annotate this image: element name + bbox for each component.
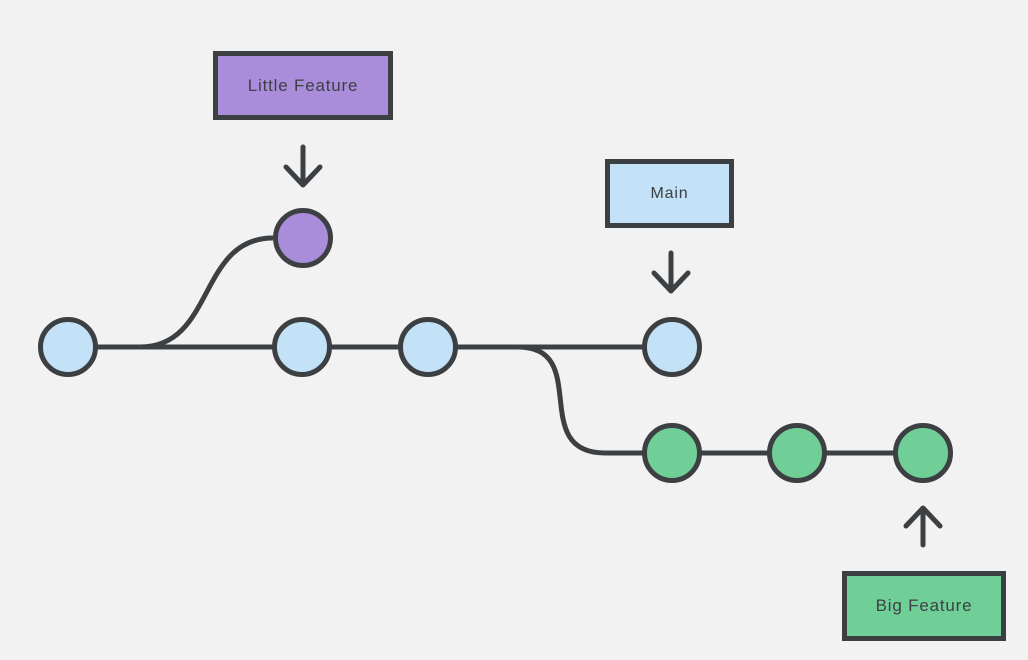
main-label-text: Main [650, 184, 689, 202]
big-feature-arrow-up-icon [903, 505, 943, 548]
commit-node-big-feature-head [893, 423, 953, 483]
commit-node-main-head [642, 317, 702, 377]
little-feature-label-text: Little Feature [247, 75, 359, 95]
main-label: Main [605, 159, 734, 228]
big-feature-label: Big Feature [842, 571, 1006, 641]
big-feature-label-text: Big Feature [875, 596, 973, 615]
commit-node-main-3 [398, 317, 458, 377]
little-feature-branch-curve [139, 235, 274, 350]
commit-node-main-1 [38, 317, 98, 377]
commit-node-big-feature-2 [767, 423, 827, 483]
commit-node-big-feature-1 [642, 423, 702, 483]
big-feature-branch-curve [517, 344, 606, 456]
little-feature-label: Little Feature [213, 51, 393, 120]
little-feature-arrow-down-icon [283, 144, 323, 188]
main-arrow-down-icon [651, 250, 691, 294]
commit-node-little-feature-head [273, 208, 333, 268]
commit-node-main-2 [272, 317, 332, 377]
